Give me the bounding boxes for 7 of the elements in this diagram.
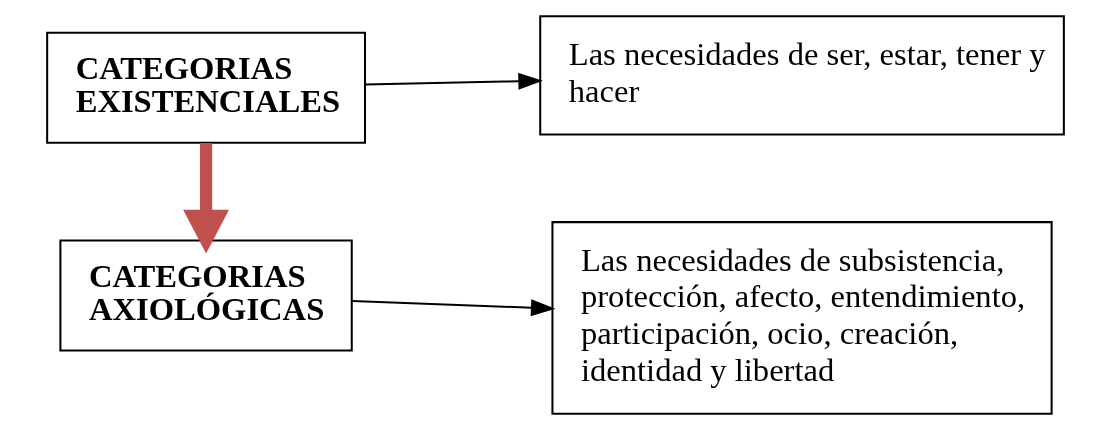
node-box: Las necesidades de ser, estar, tener y hacer xyxy=(539,15,1065,136)
node-box: CATEGORIAS AXIOLÓGICAS xyxy=(59,239,353,352)
node-box: CATEGORIAS EXISTENCIALES xyxy=(46,31,366,144)
arrow xyxy=(183,143,229,254)
arrow xyxy=(365,72,543,90)
node-box: Las necesidades de subsistencia, protección, afecto, entendimiento, participación, ocio, creación, identidad y libertad xyxy=(551,221,1053,415)
arrow xyxy=(352,299,556,317)
